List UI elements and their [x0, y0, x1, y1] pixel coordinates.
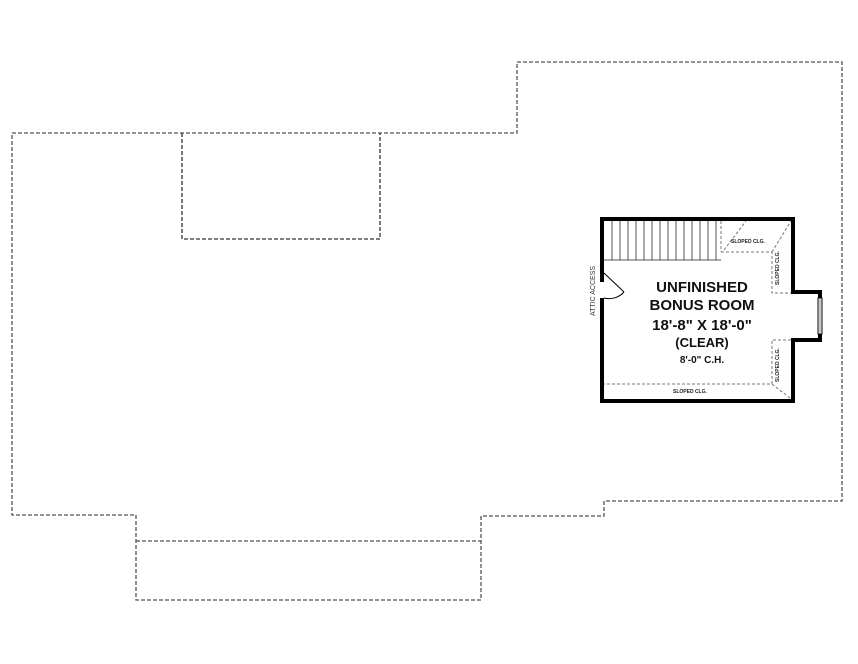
window [817, 297, 823, 335]
room-dimensions: 18'-8" X 18'-0" [652, 317, 752, 334]
ceiling-height-label: 8'-0" C.H. [679, 355, 725, 366]
sloped-ceiling-lines [604, 220, 792, 400]
house-outline-dashed [11, 61, 843, 601]
bonus-room-walls [600, 217, 822, 403]
room-clear-label: (CLEAR) [675, 335, 729, 350]
stairs [604, 221, 721, 261]
room-name-line1: UNFINISHED [656, 279, 748, 296]
attic-access-door [603, 272, 625, 300]
attic-access-label: ATTIC ACCESS [590, 265, 597, 316]
room-name-line2: BONUS ROOM [649, 297, 755, 314]
sloped-ceiling-label-right-lower: SLOPED CLG. [775, 348, 781, 382]
sloped-ceiling-label-top: SLOPED CLG. [731, 239, 765, 245]
sloped-ceiling-label-bottom: SLOPED CLG. [673, 389, 707, 395]
sloped-ceiling-label-right-upper: SLOPED CLG. [775, 251, 781, 285]
